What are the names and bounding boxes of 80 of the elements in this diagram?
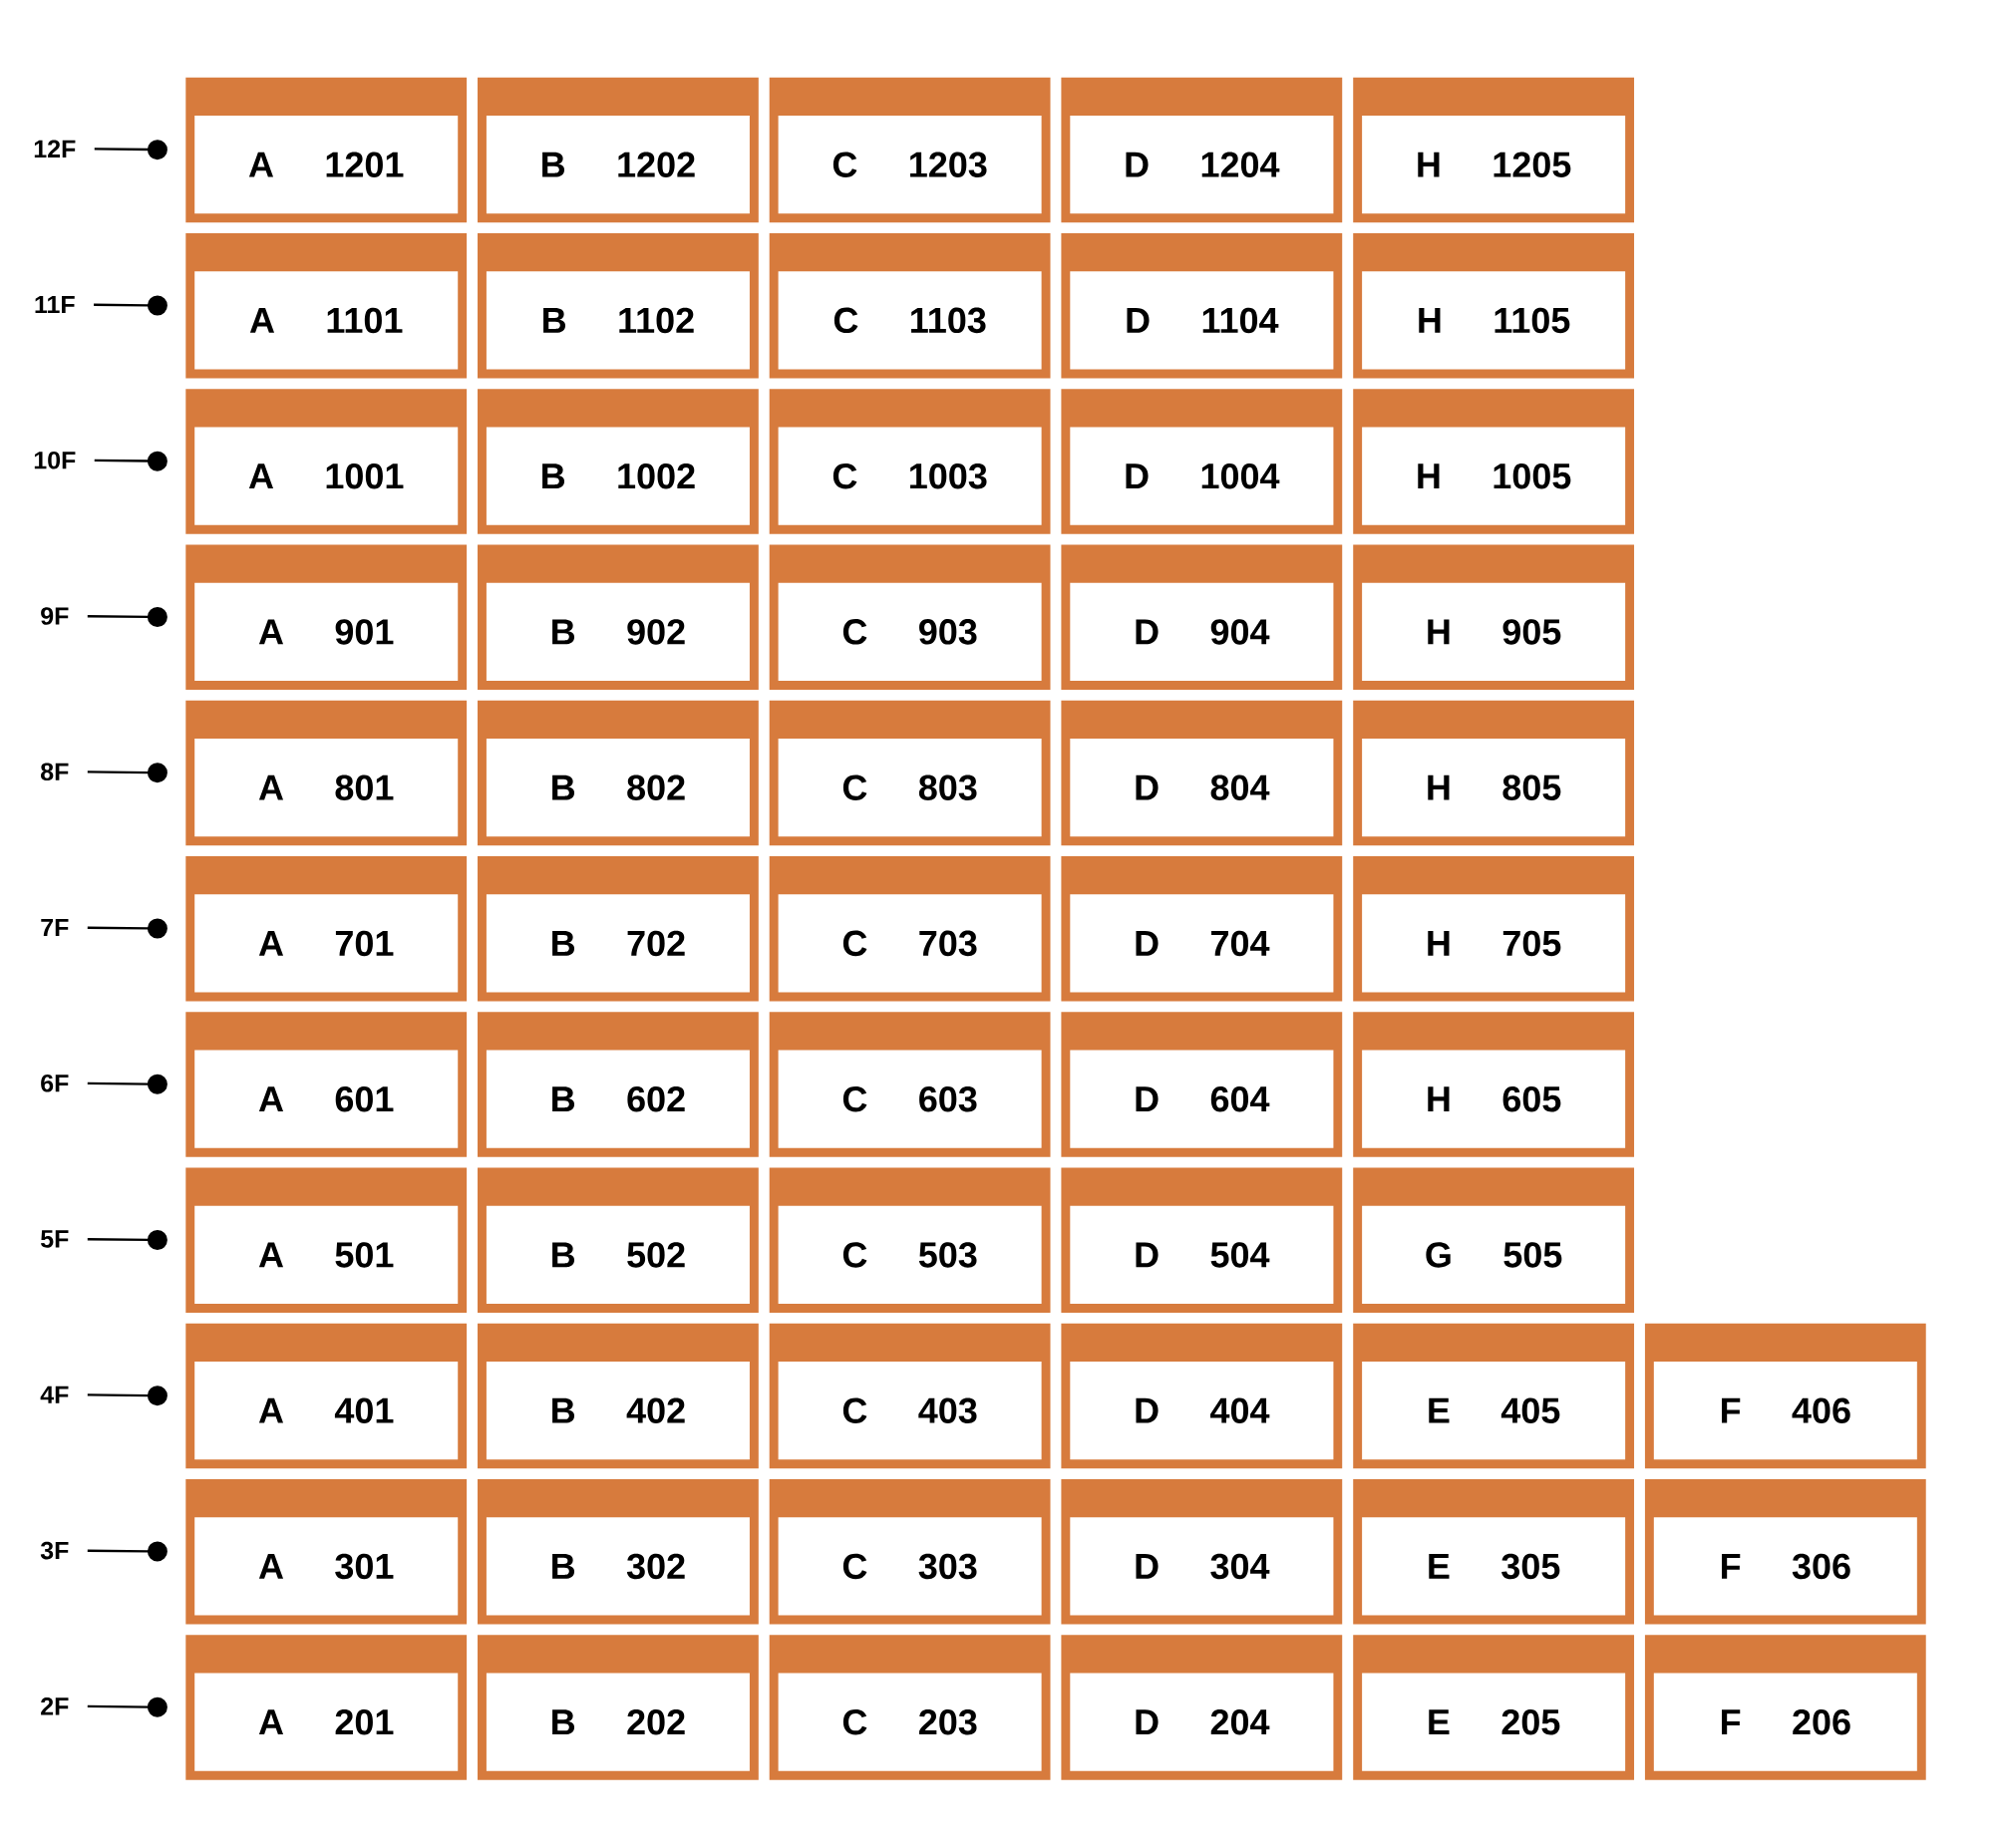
floor-label: 8F bbox=[41, 763, 69, 781]
unit-box: H 1005 bbox=[1353, 389, 1634, 534]
floor-label: 11F bbox=[35, 295, 75, 314]
unit-box: H 805 bbox=[1353, 700, 1634, 846]
unit-box: B 1002 bbox=[478, 389, 759, 534]
unit-box: B 1102 bbox=[478, 233, 759, 379]
leader-line bbox=[87, 607, 167, 627]
unit-box: B 502 bbox=[478, 1167, 759, 1313]
unit-box: C 303 bbox=[769, 1479, 1051, 1625]
unit-box: C 903 bbox=[769, 544, 1051, 690]
unit-box: F 206 bbox=[1644, 1635, 1926, 1780]
floor-label: 5F bbox=[41, 1230, 69, 1248]
unit-box: A 1101 bbox=[185, 233, 468, 379]
floor-label: 3F bbox=[40, 1541, 69, 1560]
unit-box: H 905 bbox=[1353, 544, 1634, 690]
unit-box: C 703 bbox=[769, 856, 1051, 1002]
leader-line bbox=[87, 918, 167, 939]
unit-box: D 204 bbox=[1061, 1635, 1343, 1780]
unit-box: E 405 bbox=[1353, 1323, 1634, 1469]
unit-box: A 801 bbox=[185, 700, 468, 846]
unit-box: A 601 bbox=[185, 1012, 468, 1157]
leader-line bbox=[87, 1541, 167, 1562]
unit-box: C 1003 bbox=[769, 389, 1051, 534]
unit-box: G 505 bbox=[1353, 1167, 1634, 1313]
unit-box: A 901 bbox=[185, 544, 468, 690]
unit-box: F 406 bbox=[1644, 1323, 1926, 1469]
floor-label: 10F bbox=[34, 451, 76, 469]
unit-box: B 902 bbox=[478, 544, 759, 690]
unit-box: B 202 bbox=[478, 1635, 759, 1780]
unit-box: C 803 bbox=[769, 700, 1051, 846]
unit-box: B 602 bbox=[478, 1012, 759, 1157]
unit-box: B 802 bbox=[478, 700, 759, 846]
floor-label: 12F bbox=[34, 140, 76, 157]
unit-box: A 1001 bbox=[185, 389, 468, 534]
unit-box: D 804 bbox=[1061, 700, 1343, 846]
unit-box: D 304 bbox=[1061, 1479, 1343, 1625]
unit-box: D 1104 bbox=[1061, 233, 1343, 379]
floor-label: 6F bbox=[41, 1074, 69, 1092]
unit-box: D 704 bbox=[1061, 856, 1343, 1002]
unit-box: H 1105 bbox=[1353, 233, 1634, 379]
leader-line bbox=[94, 451, 167, 471]
floor-label: 7F bbox=[41, 918, 69, 937]
floor-label: 4F bbox=[40, 1386, 69, 1403]
unit-box: C 203 bbox=[769, 1635, 1051, 1780]
unit-box: C 503 bbox=[769, 1167, 1051, 1313]
leader-line bbox=[87, 763, 167, 783]
unit-box: B 702 bbox=[478, 856, 759, 1002]
unit-box: H 705 bbox=[1353, 856, 1634, 1002]
leader-line bbox=[94, 140, 167, 160]
unit-box: B 302 bbox=[478, 1479, 759, 1625]
unit-box: H 605 bbox=[1353, 1012, 1634, 1157]
unit-box: D 404 bbox=[1061, 1323, 1343, 1469]
unit-box: C 1203 bbox=[769, 77, 1051, 223]
unit-box: D 604 bbox=[1061, 1012, 1343, 1157]
leader-line bbox=[94, 295, 167, 316]
floor-label: 9F bbox=[41, 607, 69, 625]
unit-box: A 701 bbox=[185, 856, 468, 1002]
unit-box: D 904 bbox=[1061, 544, 1343, 690]
unit-box: A 301 bbox=[185, 1479, 468, 1625]
floor-label: 2F bbox=[41, 1697, 69, 1715]
unit-box: A 401 bbox=[185, 1323, 468, 1469]
unit-box: C 403 bbox=[769, 1323, 1051, 1469]
unit-box: C 603 bbox=[769, 1012, 1051, 1157]
unit-box: E 205 bbox=[1353, 1635, 1634, 1780]
unit-box: C 1103 bbox=[769, 233, 1051, 379]
unit-box: D 504 bbox=[1061, 1167, 1343, 1313]
leader-line bbox=[87, 1230, 167, 1250]
unit-box: B 1202 bbox=[478, 77, 759, 223]
leader-line bbox=[87, 1074, 167, 1094]
unit-box: D 1204 bbox=[1061, 77, 1343, 223]
unit-box: H 1205 bbox=[1353, 77, 1634, 223]
unit-box: E 305 bbox=[1353, 1479, 1634, 1625]
unit-box: B 402 bbox=[478, 1323, 759, 1469]
leader-line bbox=[87, 1386, 167, 1406]
unit-box: A 201 bbox=[185, 1635, 468, 1780]
unit-box: F 306 bbox=[1644, 1479, 1926, 1625]
unit-box: D 1004 bbox=[1061, 389, 1343, 534]
unit-box: A 501 bbox=[185, 1167, 468, 1313]
unit-box: A 1201 bbox=[185, 77, 468, 223]
leader-line bbox=[87, 1696, 167, 1717]
